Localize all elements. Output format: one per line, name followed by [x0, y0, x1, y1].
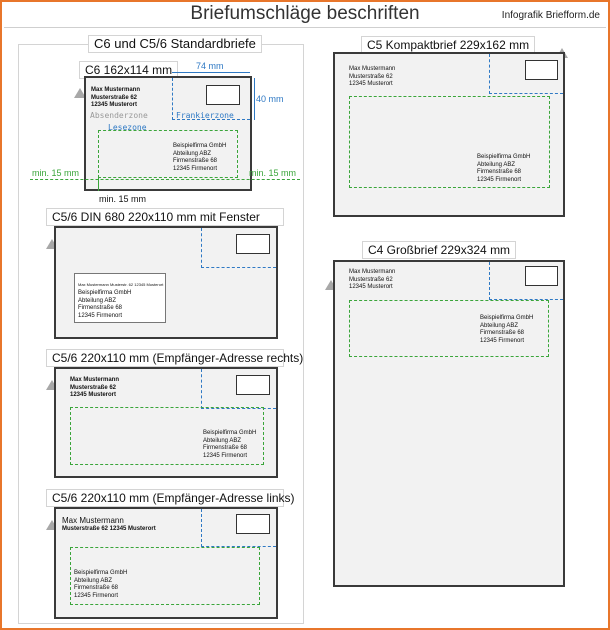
recipient-line: Abteilung ABZ: [480, 322, 519, 329]
recipient-line: Firmenstraße 68: [78, 305, 123, 311]
c6-sender-zone-label: Absenderzone: [90, 111, 148, 120]
din680-stamp-zone: [201, 228, 276, 268]
left-address-label: C5/6 220x110 mm (Empfänger-Adresse links…: [46, 489, 295, 507]
right-address-sender: Max Mustermann Musterstraße 62 12345 Mus…: [70, 377, 119, 400]
recipient-line: Beispielfirma GmbH: [477, 154, 531, 160]
c5-stamp-zone: [489, 54, 563, 94]
din680-stamp: [236, 234, 270, 254]
recipient-line: 12345 Firmenort: [78, 312, 123, 319]
recipient-line: Firmenstraße 68: [477, 169, 522, 175]
sender-street: Musterstraße 62: [349, 73, 393, 80]
recipient-line: 12345 Firmenort: [173, 165, 218, 172]
page-title: Briefumschläge beschriften: [190, 3, 420, 24]
left-address-read-zone: [70, 547, 260, 605]
sender-city: 12345 Musterort: [349, 284, 393, 290]
c5-envelope: [333, 52, 565, 217]
recipient-line: Firmenstraße 68: [203, 445, 248, 451]
recipient-line: 12345 Firmenort: [477, 176, 522, 183]
left-panel-heading: C6 und C5/6 Standardbriefe: [88, 35, 262, 53]
right-address-recipient: Beispielfirma GmbH Abteilung ABZ Firmens…: [203, 430, 256, 460]
c5-sender-address: Max Mustermann Musterstraße 62 12345 Mus…: [349, 66, 395, 89]
recipient-line: Firmenstraße 68: [480, 330, 525, 336]
brand-credit: Infografik Briefform.de: [501, 10, 600, 21]
left-address-stamp: [236, 514, 270, 534]
din680-flap: [46, 239, 58, 249]
left-address-stamp-zone: [201, 509, 276, 547]
c4-recipient-address: Beispielfirma GmbH Abteilung ABZ Firmens…: [480, 315, 533, 345]
sender-name: Max Mustermann: [91, 87, 141, 93]
header-divider: [4, 27, 606, 28]
recipient-line: Abteilung ABZ: [173, 150, 212, 157]
sender-street: Musterstraße 62: [70, 384, 117, 391]
right-address-stamp-zone: [201, 369, 276, 409]
c4-flap: [325, 280, 337, 290]
recipient-line: Abteilung ABZ: [74, 577, 113, 584]
recipient-line: Abteilung ABZ: [78, 297, 117, 304]
recipient-line: Firmenstraße 68: [74, 585, 119, 591]
din680-recipient-address: Beispielfirma GmbH Abteilung ABZ Firmens…: [78, 290, 131, 320]
c6-margin-line: [30, 179, 300, 180]
recipient-line: Beispielfirma GmbH: [173, 143, 227, 149]
sender-city: 12345 Musterort: [349, 81, 393, 87]
c6-flap: [74, 88, 86, 98]
c5-label: C5 Kompaktbrief 229x162 mm: [361, 36, 536, 54]
sender-street: Musterstraße 62: [349, 276, 393, 283]
c4-label: C4 Großbrief 229x324 mm: [362, 241, 517, 259]
din680-window-sender: Max Mustermann Musterstr. 62 12345 Muste…: [78, 282, 164, 287]
c6-stamp: [206, 85, 240, 105]
sender-street: Musterstraße 62: [91, 94, 138, 101]
c4-envelope: [333, 260, 565, 587]
recipient-line: Firmenstraße 68: [173, 158, 218, 164]
din680-label: C5/6 DIN 680 220x110 mm mit Fenster: [46, 208, 284, 226]
c5-read-zone: [349, 96, 550, 188]
recipient-line: 12345 Firmenort: [74, 592, 119, 599]
sender-city: 12345 Musterort: [70, 392, 117, 398]
recipient-line: Abteilung ABZ: [203, 437, 242, 444]
c6-right-margin: min. 15 mm: [249, 168, 297, 178]
c6-height-dimension: 40 mm: [256, 94, 284, 104]
left-address-flap: [46, 520, 58, 530]
c6-recipient-address: Beispielfirma GmbH Abteilung ABZ Firmens…: [173, 143, 226, 173]
c6-bottom-margin: min. 15 mm: [99, 194, 147, 204]
sender-city: 12345 Musterort: [91, 102, 138, 108]
c6-sender-address: Max Mustermann Musterstraße 62 12345 Mus…: [91, 87, 140, 110]
recipient-line: Beispielfirma GmbH: [203, 430, 257, 436]
recipient-line: Beispielfirma GmbH: [78, 290, 132, 296]
din680-window: [74, 273, 166, 323]
c6-left-margin: min. 15 mm: [32, 168, 80, 178]
sender-line: Musterstraße 62 12345 Musterort: [62, 526, 156, 532]
c6-height-arrow: [254, 78, 255, 120]
c5-recipient-address: Beispielfirma GmbH Abteilung ABZ Firmens…: [477, 154, 530, 184]
recipient-line: Beispielfirma GmbH: [480, 315, 534, 321]
c6-width-arrow: [172, 72, 250, 73]
c6-read-zone-label: Lesezone: [108, 123, 147, 132]
sender-name: Max Mustermann: [62, 516, 124, 525]
c6-read-zone: [98, 130, 238, 178]
c4-read-zone: [349, 300, 549, 357]
c6-stamp-zone: [172, 78, 250, 120]
right-address-read-zone: [70, 407, 264, 465]
sender-name: Max Mustermann: [70, 377, 120, 383]
left-address-recipient: Beispielfirma GmbH Abteilung ABZ Firmens…: [74, 570, 127, 600]
recipient-line: 12345 Firmenort: [203, 452, 248, 459]
sender-name: Max Mustermann: [349, 66, 396, 72]
c4-sender-address: Max Mustermann Musterstraße 62 12345 Mus…: [349, 269, 395, 292]
c5-stamp: [525, 60, 558, 80]
recipient-line: Beispielfirma GmbH: [74, 570, 128, 576]
sender-name: Max Mustermann: [349, 269, 396, 275]
left-address-sender: Max Mustermann Musterstraße 62 12345 Mus…: [62, 515, 156, 534]
recipient-line: 12345 Firmenort: [480, 337, 525, 344]
c6-stamp-zone-label: Frankierzone: [176, 111, 234, 120]
right-address-label: C5/6 220x110 mm (Empfänger-Adresse recht…: [46, 349, 303, 367]
c4-stamp: [525, 266, 558, 286]
c4-stamp-zone: [489, 262, 563, 300]
recipient-line: Abteilung ABZ: [477, 161, 516, 168]
c6-bottom-arrow: [98, 178, 99, 191]
right-address-stamp: [236, 375, 270, 395]
right-address-flap: [46, 380, 58, 390]
c6-width-dimension: 74 mm: [196, 61, 224, 71]
